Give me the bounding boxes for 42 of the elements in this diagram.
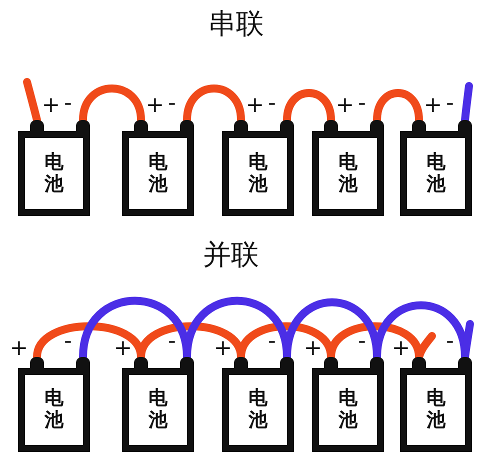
terminal-sign: - [446, 93, 454, 115]
terminal-sign: + [336, 95, 354, 117]
battery-label: 电池 [248, 388, 268, 432]
terminal-sign: + [114, 338, 132, 360]
battery [400, 357, 472, 452]
battery-label: 电池 [426, 388, 446, 432]
battery [122, 357, 194, 452]
battery [312, 120, 384, 216]
battery [122, 120, 194, 216]
terminal-sign: - [64, 331, 72, 353]
battery-label: 电池 [338, 152, 358, 196]
battery-label: 电池 [426, 152, 446, 196]
battery-label: 电池 [248, 152, 268, 196]
terminal-sign: - [268, 331, 276, 353]
battery [400, 120, 472, 216]
terminal-sign: - [446, 331, 454, 353]
battery-label: 电池 [44, 152, 64, 196]
terminal-sign: + [214, 338, 232, 360]
section-heading: 并联 [203, 241, 259, 269]
battery-label: 电池 [148, 152, 168, 196]
battery [222, 120, 294, 216]
terminal-sign: + [424, 95, 442, 117]
battery [18, 357, 90, 452]
battery [312, 357, 384, 452]
terminal-sign: + [10, 338, 28, 360]
battery-label: 电池 [338, 388, 358, 432]
terminal-sign: + [246, 95, 264, 117]
terminal-sign: + [42, 95, 60, 117]
terminal-sign: - [358, 93, 366, 115]
terminal-sign: + [392, 338, 410, 360]
battery-label: 电池 [148, 388, 168, 432]
terminal-sign: - [168, 93, 176, 115]
battery [222, 357, 294, 452]
terminal-sign: + [146, 95, 164, 117]
battery-label: 电池 [44, 388, 64, 432]
battery [18, 120, 90, 216]
terminal-sign: - [358, 331, 366, 353]
terminal-sign: - [168, 331, 176, 353]
terminal-sign: + [304, 338, 322, 360]
terminal-sign: - [268, 93, 276, 115]
terminal-sign: - [64, 93, 72, 115]
section-heading: 串联 [208, 10, 264, 38]
